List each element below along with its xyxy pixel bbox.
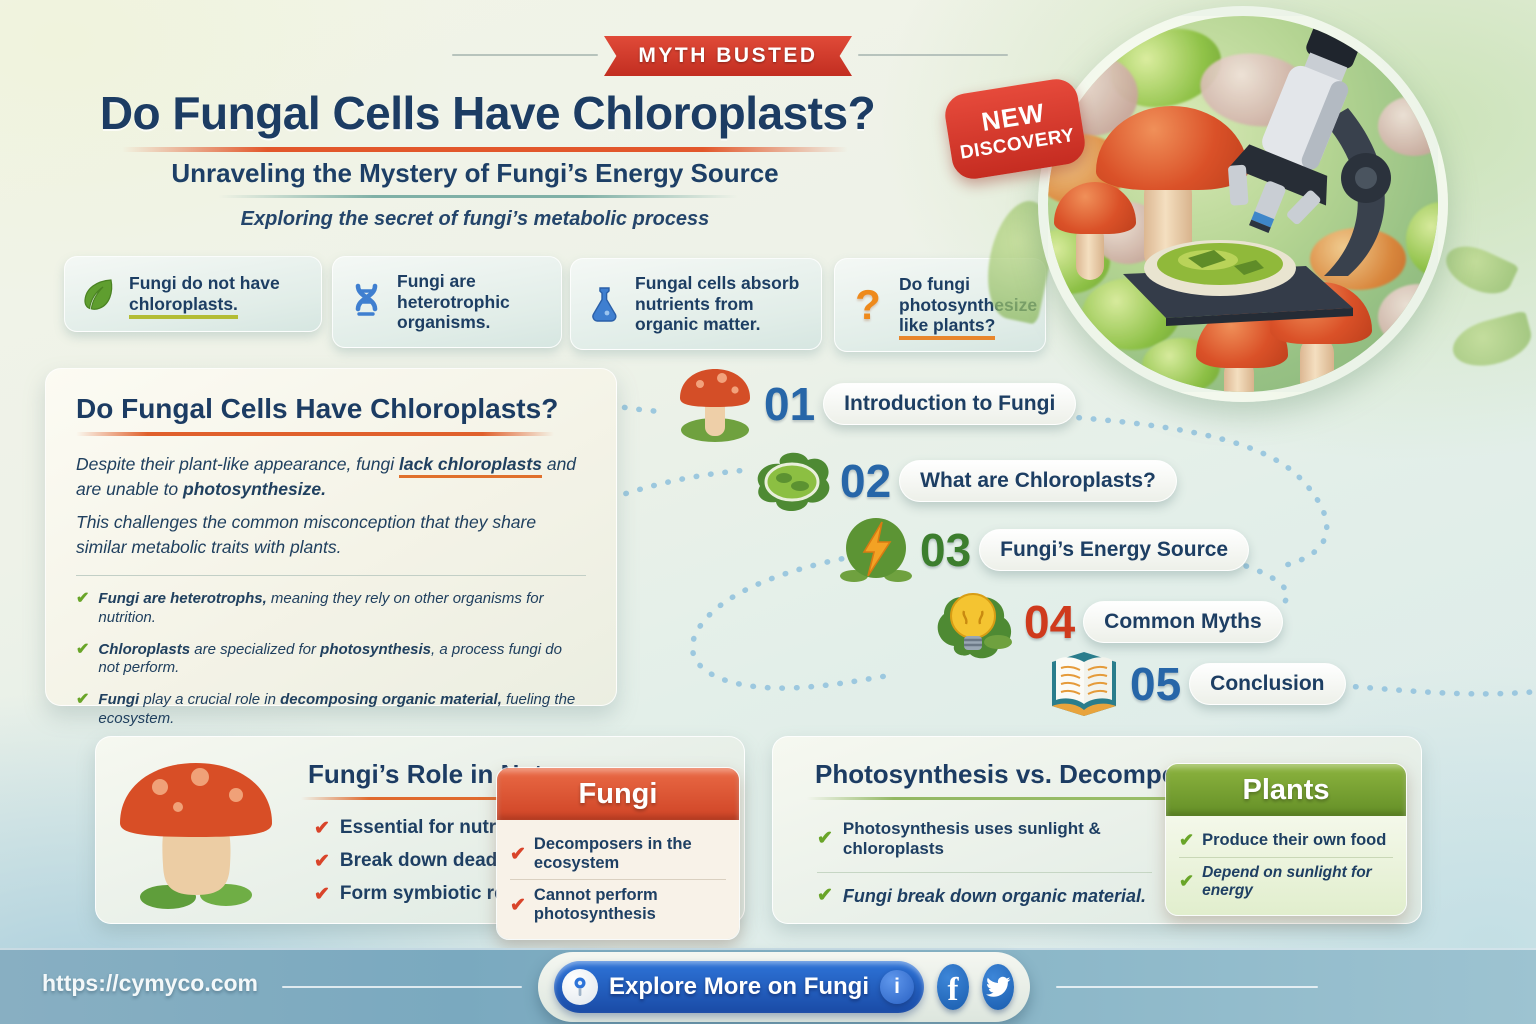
- fungi-card: Fungi ✔Decomposers in the ecosystem ✔Can…: [496, 767, 740, 940]
- step-myths: 04 Common Myths: [928, 580, 1283, 664]
- check-icon: ✔: [510, 894, 526, 916]
- leaf-decoration: [1438, 237, 1520, 303]
- footer-actions: Explore More on Fungi i f: [538, 952, 1030, 1022]
- page-title: Do Fungal Cells Have Chloroplasts?: [99, 87, 876, 139]
- role-panel: Fungi’s Role in Nature ✔Essential for nu…: [95, 736, 745, 940]
- footer-bar: https://cymyco.com Explore More on Fungi…: [0, 948, 1536, 1024]
- divider: [510, 879, 726, 880]
- step-label: What are Chloroplasts?: [899, 460, 1177, 502]
- energy-icon: [838, 514, 914, 586]
- tagline: Exploring the secret of fungi’s metaboli…: [240, 208, 710, 230]
- compare-item: ✔Photosynthesis uses sunlight & chloropl…: [817, 819, 1101, 858]
- flask-icon: [583, 284, 625, 324]
- divider: [1179, 856, 1393, 858]
- title-underline: [122, 147, 848, 152]
- check-icon: ✔: [314, 850, 330, 872]
- fact-chip-absorb-nutrients: Fungal cells absorb nutrients from organ…: [570, 258, 822, 350]
- check-icon: ✔: [510, 843, 526, 865]
- step-number: 05: [1130, 658, 1182, 710]
- bullet-item: ✔Fungi are heterotrophs, meaning they re…: [76, 590, 544, 626]
- myth-busted-banner: MYTH BUSTED: [604, 36, 852, 76]
- compare-title-underline: [807, 797, 1387, 800]
- step-chloroplasts: 02 What are Chloroplasts?: [750, 444, 1177, 518]
- compare-checklist: ✔Photosynthesis uses sunlight & chloropl…: [817, 819, 1152, 907]
- chloroplast-icon: [750, 444, 834, 518]
- divider: [817, 872, 1152, 873]
- main-paragraph-1: Despite their plant-like appearance, fun…: [76, 454, 577, 499]
- main-bullet-list: ✔Fungi are heterotrophs, meaning they re…: [76, 590, 586, 729]
- leaf-icon: [77, 274, 119, 314]
- mushroom: [1300, 336, 1334, 392]
- microscope-illustration: [1038, 6, 1448, 402]
- role-title-underline: [301, 797, 641, 800]
- main-panel: Do Fungal Cells Have Chloroplasts? Despi…: [45, 368, 617, 727]
- header-line-left: [452, 54, 598, 56]
- step-conclusion: 05 Conclusion: [1044, 648, 1346, 720]
- fact-text: Fungal cells absorb nutrients from organ…: [635, 273, 800, 335]
- step-label: Introduction to Fungi: [823, 383, 1077, 425]
- check-icon: ✔: [76, 691, 90, 708]
- book-icon: [1044, 648, 1124, 720]
- main-panel-heading-underline: [76, 432, 554, 436]
- question-icon: ?: [855, 281, 881, 329]
- check-icon: ✔: [1179, 870, 1195, 891]
- plants-card: Plants ✔Produce their own food ✔Depend o…: [1165, 763, 1407, 916]
- subtitle-underline: [218, 195, 738, 198]
- leaf-decoration: [1447, 310, 1536, 374]
- bullet-item: ✔Chloroplasts are specialized for photos…: [76, 640, 562, 677]
- fungi-card-item: ✔Decomposers in the ecosystem: [510, 835, 692, 872]
- check-icon: ✔: [1179, 830, 1195, 850]
- step-number: 04: [1024, 596, 1076, 648]
- plants-card-item: ✔Depend on sunlight for energy: [1179, 863, 1372, 899]
- cell-blob: [1378, 284, 1438, 350]
- step-number: 01: [764, 378, 816, 430]
- check-icon: ✔: [314, 883, 330, 905]
- footer-line-right: [1056, 986, 1318, 988]
- explore-button-label: Explore More on Fungi: [609, 973, 870, 1000]
- facebook-icon[interactable]: f: [937, 964, 969, 1010]
- step-label: Common Myths: [1083, 601, 1283, 643]
- microscope: [1123, 19, 1391, 326]
- subtitle: Unraveling the Mystery of Fungi’s Energy…: [171, 158, 779, 188]
- check-icon: ✔: [817, 827, 833, 849]
- step-introduction: 01 Introduction to Fungi: [672, 364, 1077, 444]
- fact-text: Fungi are heterotrophic organisms.: [397, 271, 510, 333]
- step-number: 02: [840, 455, 892, 507]
- compare-item: ✔Fungi break down organic material.: [817, 885, 1146, 907]
- mushroom-icon: [672, 364, 758, 444]
- divider: [76, 575, 586, 576]
- info-icon[interactable]: i: [880, 970, 915, 1004]
- fungi-card-title: Fungi: [497, 768, 739, 820]
- compare-panel: Photosynthesis vs. Decomposition ✔Photos…: [772, 736, 1422, 924]
- header-line-right: [858, 54, 1008, 56]
- step-label: Conclusion: [1189, 663, 1346, 705]
- fact-chip-heterotrophic: Fungi are heterotrophic organisms.: [332, 256, 562, 348]
- plants-card-item: ✔Produce their own food: [1179, 830, 1387, 850]
- plants-card-title: Plants: [1166, 764, 1406, 816]
- key-icon: [562, 969, 598, 1005]
- lightbulb-icon: [928, 580, 1018, 664]
- footer-line-left: [282, 986, 522, 988]
- check-icon: ✔: [314, 817, 330, 839]
- fact-text: Fungi do not have chloroplasts.: [129, 273, 309, 319]
- cell-blob: [1378, 96, 1438, 156]
- check-icon: ✔: [76, 640, 90, 658]
- main-panel-heading: Do Fungal Cells Have Chloroplasts?: [76, 393, 559, 424]
- website-url: https://cymyco.com: [42, 970, 258, 996]
- fungi-card-item: ✔Cannot perform photosynthesis: [510, 886, 658, 923]
- twitter-icon[interactable]: [982, 964, 1014, 1010]
- dna-icon: [345, 282, 387, 322]
- step-number: 03: [920, 524, 972, 576]
- explore-more-button[interactable]: Explore More on Fungi i: [554, 961, 925, 1013]
- bullet-item: ✔Fungi play a crucial role in decomposin…: [76, 691, 576, 727]
- mushroom-illustration: [120, 763, 272, 909]
- check-icon: ✔: [817, 885, 833, 907]
- check-icon: ✔: [76, 590, 90, 607]
- fact-chip-no-chloroplasts: Fungi do not have chloroplasts.: [64, 256, 322, 332]
- step-energy: 03 Fungi’s Energy Source: [838, 514, 1250, 586]
- main-paragraph-2: This challenges the common misconception…: [76, 512, 537, 557]
- step-label: Fungi’s Energy Source: [979, 529, 1250, 571]
